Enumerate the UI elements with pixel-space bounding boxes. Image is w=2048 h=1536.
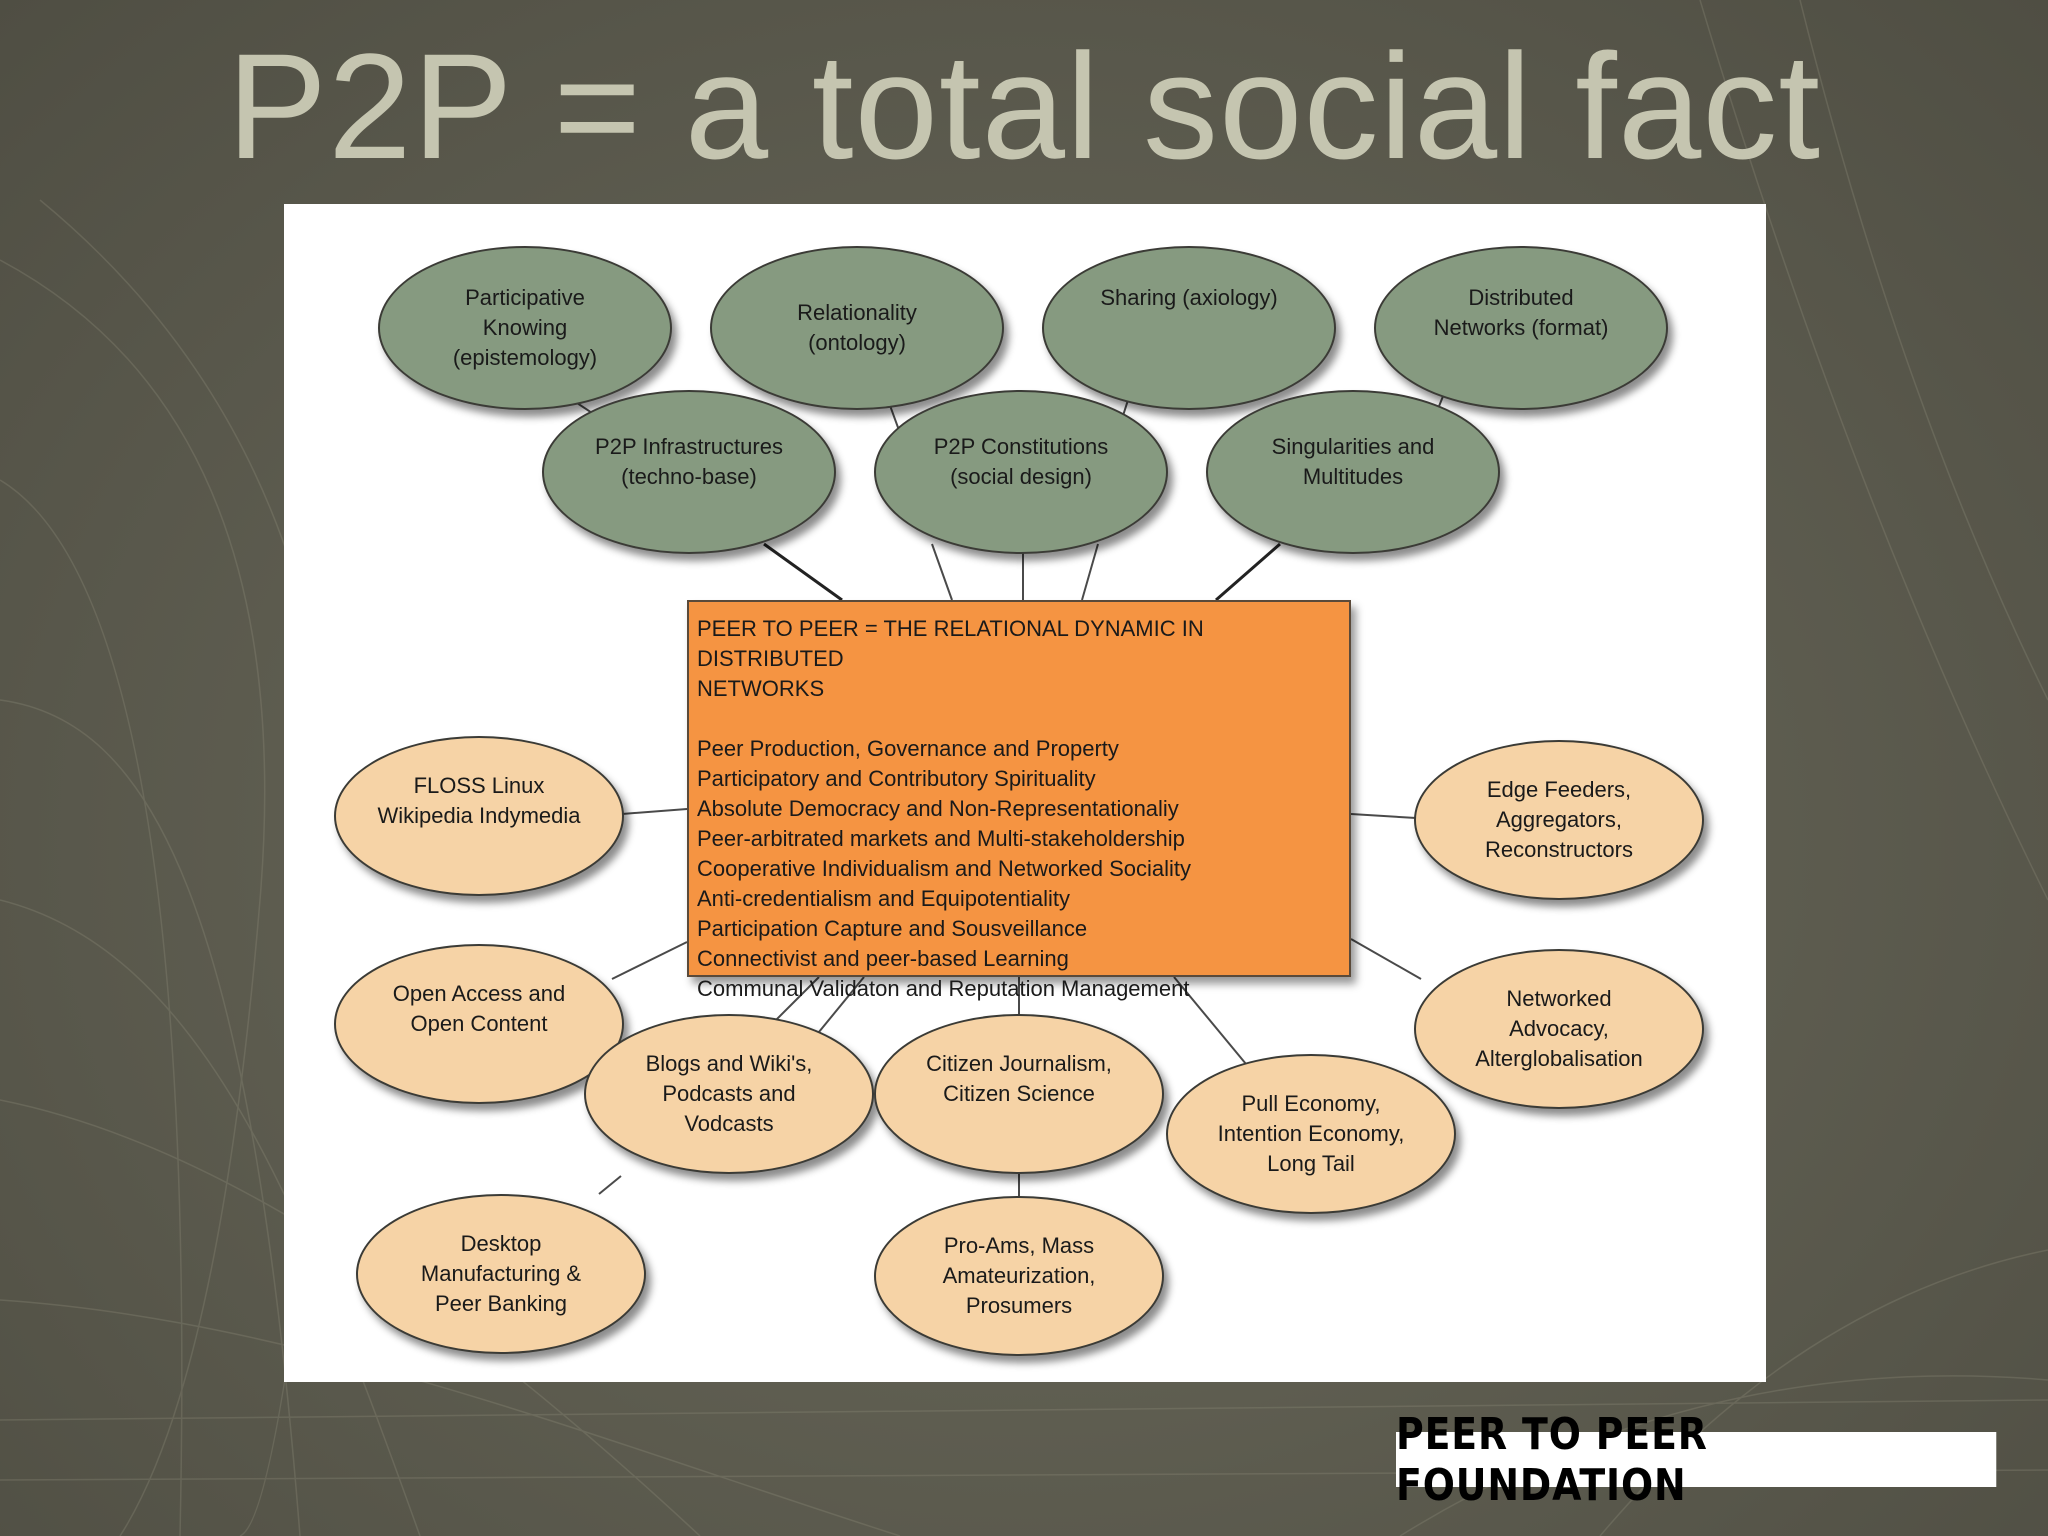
connector	[763, 542, 843, 602]
diagram-panel: Participative Knowing (epistemology) Rel…	[284, 204, 1766, 1382]
node-blogs: Blogs and Wiki's, Podcasts and Vodcasts	[584, 1014, 874, 1174]
node-open-access: Open Access and Open Content	[334, 944, 624, 1104]
connector	[611, 941, 688, 980]
node-distributed-networks: Distributed Networks (format)	[1374, 246, 1668, 410]
center-item: Anti-credentialism and Equipotentiality	[697, 886, 1070, 911]
connector	[598, 1175, 622, 1195]
node-pull-economy: Pull Economy, Intention Economy, Long Ta…	[1166, 1054, 1456, 1214]
node-p2p-infrastructures: P2P Infrastructures (techno-base)	[542, 390, 836, 554]
connector	[621, 808, 688, 815]
node-p2p-constitutions: P2P Constitutions (social design)	[874, 390, 1168, 554]
connector	[1350, 938, 1422, 980]
node-relationality: Relationality (ontology)	[710, 246, 1004, 410]
node-citizen-journalism: Citizen Journalism, Citizen Science	[874, 1014, 1164, 1174]
center-item: Connectivist and peer-based Learning	[697, 946, 1069, 971]
center-item: Participatory and Contributory Spiritual…	[697, 766, 1096, 791]
node-desktop-manufacturing: Desktop Manufacturing & Peer Banking	[356, 1194, 646, 1354]
connector	[1350, 813, 1417, 819]
node-participative-knowing: Participative Knowing (epistemology)	[378, 246, 672, 410]
center-item: Peer-arbitrated markets and Multi-stakeh…	[697, 826, 1185, 851]
connector	[931, 543, 953, 601]
connector	[1173, 976, 1247, 1065]
center-heading: PEER TO PEER = THE RELATIONAL DYNAMIC IN…	[697, 616, 1204, 701]
center-definition-box: PEER TO PEER = THE RELATIONAL DYNAMIC IN…	[687, 600, 1351, 1001]
peer-to-peer-foundation-logo: PEER TO PEER FOUNDATION	[1396, 1409, 1997, 1511]
connector	[1081, 543, 1099, 601]
center-item: Peer Production, Governance and Property	[697, 736, 1119, 761]
center-item: Participation Capture and Sousveillance	[697, 916, 1088, 941]
center-item: Absolute Democracy and Non-Representatio…	[697, 796, 1179, 821]
node-edge-feeders: Edge Feeders, Aggregators, Reconstructor…	[1414, 740, 1704, 900]
connector	[1215, 542, 1281, 602]
center-item: Communal Validaton and Reputation Manage…	[697, 976, 1190, 1001]
node-networked-advocacy: Networked Advocacy, Alterglobalisation	[1414, 949, 1704, 1109]
node-pro-ams: Pro-Ams, Mass Amateurization, Prosumers	[874, 1196, 1164, 1356]
slide-title: P2P = a total social fact	[227, 22, 1821, 190]
node-singularities: Singularities and Multitudes	[1206, 390, 1500, 554]
node-sharing: Sharing (axiology)	[1042, 246, 1336, 410]
node-floss: FLOSS Linux Wikipedia Indymedia	[334, 736, 624, 896]
center-item: Cooperative Individualism and Networked …	[697, 856, 1192, 881]
